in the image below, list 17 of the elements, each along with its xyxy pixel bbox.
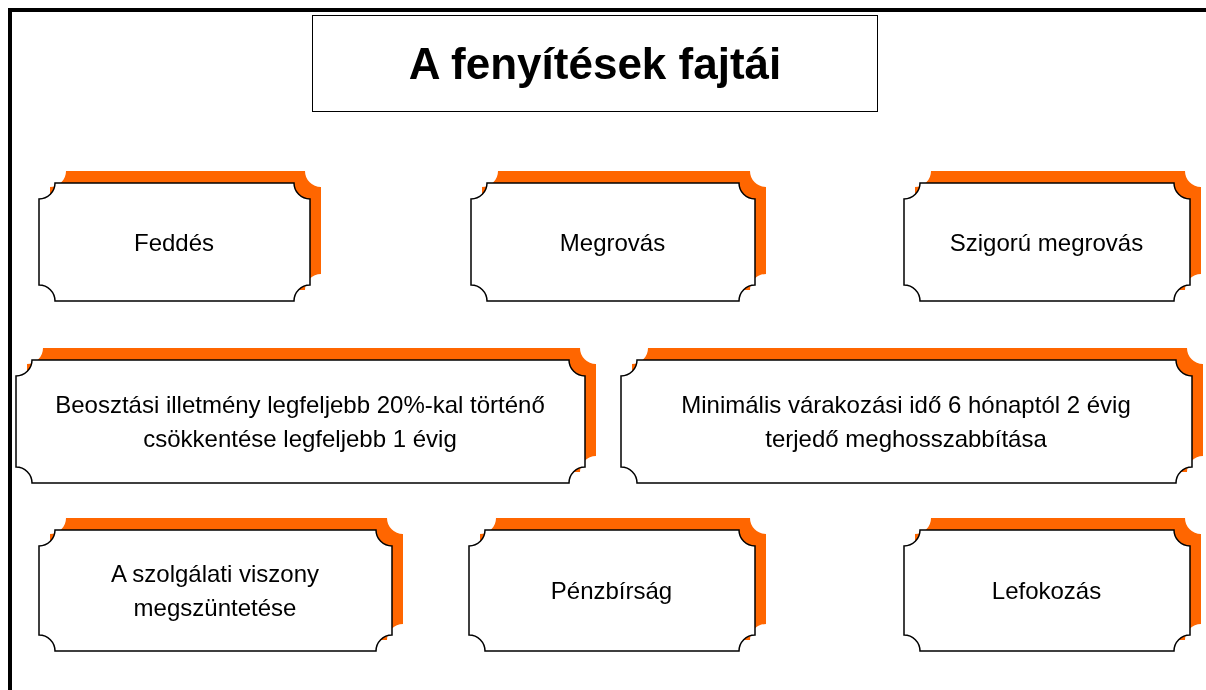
ticket-card xyxy=(38,171,322,302)
ticket-card xyxy=(38,518,404,652)
ticket-card xyxy=(620,348,1204,484)
ticket-card xyxy=(470,171,767,302)
card-text: Beosztási illetmény legfeljebb 20%-kal történő csökkentése legfeljebb 1 évig xyxy=(54,390,546,454)
card-text: Megrovás xyxy=(559,227,666,258)
card-text: A szolgálati viszony megszüntetése xyxy=(109,559,321,623)
title-box: A fenyítések fajtái xyxy=(312,15,878,112)
card-text: Pénzbírság xyxy=(550,576,673,607)
ticket-card xyxy=(468,518,767,652)
ticket-card xyxy=(903,518,1202,652)
card-text: Feddés xyxy=(133,227,215,258)
card-text: Lefokozás xyxy=(991,576,1102,607)
card-text: Minimális várakozási idő 6 hónaptól 2 évig terjedő meghosszabbítása xyxy=(680,390,1132,454)
ticket-card xyxy=(903,171,1202,302)
ticket-card xyxy=(15,348,597,484)
card-text: Szigorú megrovás xyxy=(949,227,1144,258)
